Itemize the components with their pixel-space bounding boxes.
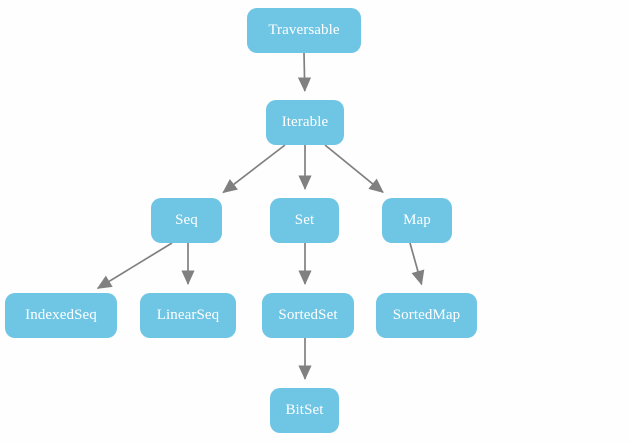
edge-iterable-to-seq <box>222 144 286 194</box>
node-linearseq[interactable]: LinearSeq <box>140 293 236 338</box>
node-set[interactable]: Set <box>270 198 339 243</box>
edge-iterable-to-map <box>324 144 384 193</box>
node-label-set: Set <box>294 211 315 228</box>
node-iterable[interactable]: Iterable <box>266 100 344 145</box>
node-map[interactable]: Map <box>382 198 452 243</box>
edge-map-to-sortedmap <box>409 242 425 286</box>
node-bitset[interactable]: BitSet <box>270 388 339 433</box>
node-label-indexedseq: IndexedSeq <box>25 306 97 323</box>
node-label-seq: Seq <box>175 211 198 228</box>
edge-seq-to-indexedseq <box>96 242 173 290</box>
node-sortedset[interactable]: SortedSet <box>262 293 354 338</box>
node-seq[interactable]: Seq <box>151 198 222 243</box>
node-traversable[interactable]: Traversable <box>247 8 361 53</box>
node-label-sortedmap: SortedMap <box>392 306 461 323</box>
node-label-map: Map <box>403 211 431 228</box>
node-label-linearseq: LinearSeq <box>156 306 220 323</box>
node-label-traversable: Traversable <box>268 21 340 38</box>
node-indexedseq[interactable]: IndexedSeq <box>5 293 117 338</box>
node-label-iterable: Iterable <box>281 113 329 130</box>
node-label-sortedset: SortedSet <box>278 306 338 323</box>
node-label-bitset: BitSet <box>285 401 324 418</box>
node-sortedmap[interactable]: SortedMap <box>376 293 477 338</box>
edge-traversable-to-iterable <box>297 52 312 93</box>
